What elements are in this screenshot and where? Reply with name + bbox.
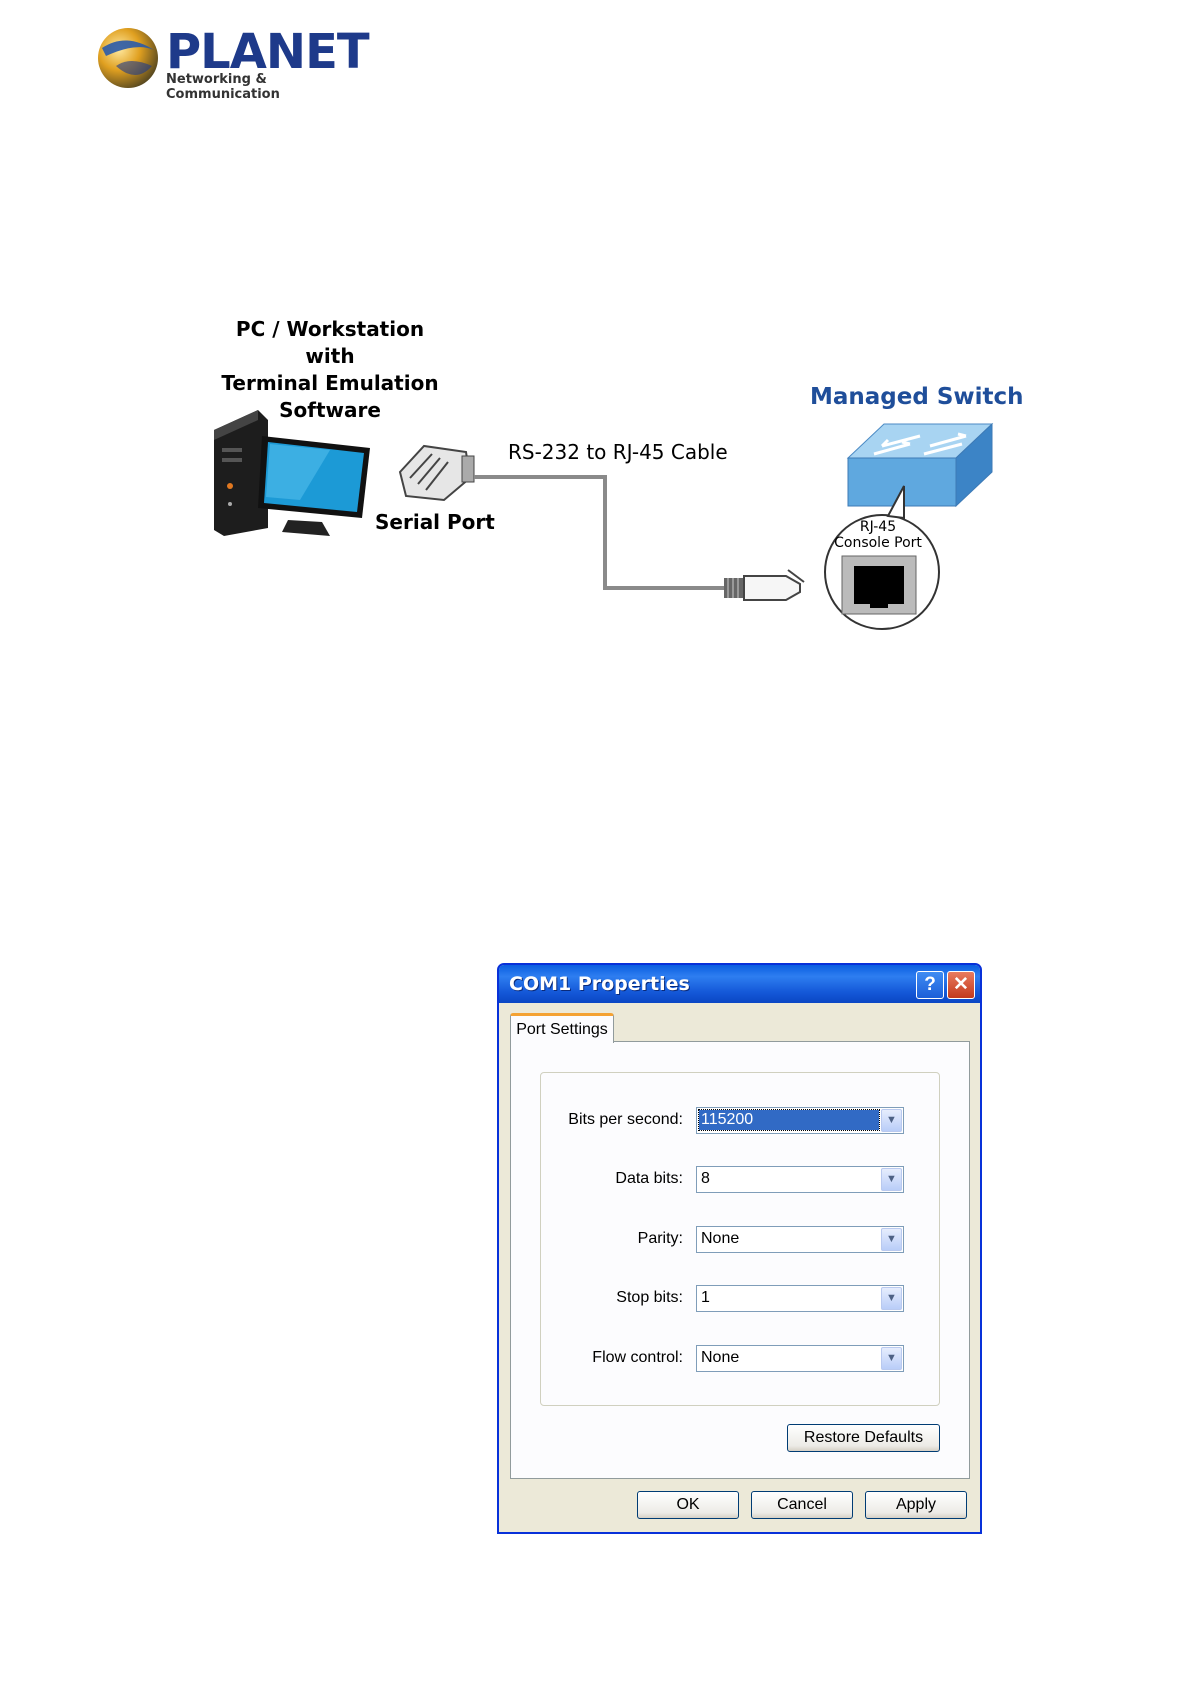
chevron-down-icon[interactable]: ▼ [881,1109,902,1132]
planet-logo: PLANET Networking & Communication [96,24,370,102]
managed-switch-icon [846,422,994,508]
flow-control-select[interactable]: None ▼ [696,1345,904,1372]
help-button[interactable]: ? [916,971,944,999]
apply-button[interactable]: Apply [865,1491,967,1519]
pc-tower-icon [214,410,268,536]
stop-bits-label: Stop bits: [616,1289,683,1306]
console-port-label-line-1: RJ-45 [859,519,897,535]
console-port-label: RJ-45 Console Port [818,519,938,551]
tab-port-settings[interactable]: Port Settings [510,1013,614,1043]
close-button[interactable]: ✕ [947,971,975,999]
pc-workstation-title: PC / Workstation with Terminal Emulation… [170,316,490,424]
cable-label: RS-232 to RJ-45 Cable [508,440,728,464]
com1-properties-dialog: COM1 Properties ? ✕ Port Settings Bits p… [497,963,982,1534]
serial-connector-icon [398,444,475,502]
stop-bits-value: 1 [701,1289,710,1306]
chevron-down-icon[interactable]: ▼ [881,1168,902,1191]
connection-diagram [214,410,994,630]
data-bits-value: 8 [701,1170,710,1187]
pc-title-line-1: PC / Workstation [235,317,425,341]
monitor-icon [258,436,370,536]
managed-switch-title: Managed Switch [810,384,1024,410]
chevron-down-icon[interactable]: ▼ [881,1347,902,1370]
dialog-titlebar[interactable]: COM1 Properties ? ✕ [499,965,980,1003]
serial-port-label: Serial Port [375,510,495,534]
bits-per-second-select[interactable]: 115200 ▼ [696,1107,904,1134]
parity-select[interactable]: None ▼ [696,1226,904,1253]
console-port-label-line-2: Console Port [834,535,922,551]
chevron-down-icon[interactable]: ▼ [881,1228,902,1251]
settings-group: Bits per second: 115200 ▼ Data bits: 8 ▼… [540,1072,940,1406]
flow-control-value: None [701,1349,740,1366]
data-bits-label: Data bits: [615,1170,683,1187]
ok-button[interactable]: OK [637,1491,739,1519]
globe-icon [98,28,158,88]
pc-title-line-2: with [305,344,355,368]
console-port-callout [824,485,940,630]
flow-control-label: Flow control: [592,1349,683,1366]
data-bits-select[interactable]: 8 ▼ [696,1166,904,1193]
stop-bits-select[interactable]: 1 ▼ [696,1285,904,1312]
port-settings-panel: Bits per second: 115200 ▼ Data bits: 8 ▼… [510,1041,970,1479]
pc-title-line-3: Terminal Emulation Software [221,371,439,422]
restore-defaults-button[interactable]: Restore Defaults [787,1424,940,1452]
cancel-button[interactable]: Cancel [751,1491,853,1519]
dialog-title: COM1 Properties [509,973,690,995]
chevron-down-icon[interactable]: ▼ [881,1287,902,1310]
rj45-plug-icon [724,569,805,601]
bits-per-second-label: Bits per second: [568,1111,683,1128]
parity-value: None [701,1230,740,1247]
rs232-cable [474,475,726,590]
brand-name: PLANET [166,24,370,80]
parity-label: Parity: [637,1230,683,1247]
brand-tagline: Networking & Communication [166,72,280,102]
bits-per-second-value: 115200 [698,1109,880,1131]
